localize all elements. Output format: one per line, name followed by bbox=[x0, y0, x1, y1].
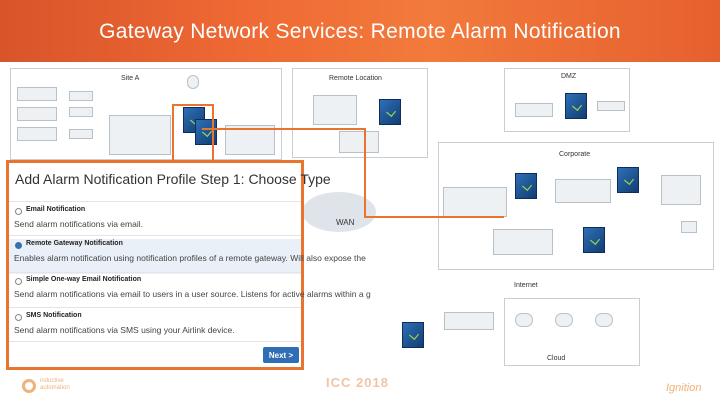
gateway-server-icon bbox=[402, 322, 424, 348]
radio-button[interactable] bbox=[15, 208, 22, 215]
option-simple-one-way-email[interactable]: Simple One-way Email Notification Send a… bbox=[9, 275, 371, 310]
wan-cloud bbox=[302, 192, 376, 232]
cloud-label: Cloud bbox=[547, 355, 566, 362]
module-table bbox=[444, 312, 494, 330]
logo-text: inductive automation bbox=[40, 378, 70, 391]
corporate-label: Corporate bbox=[559, 151, 591, 158]
option-title: Remote Gateway Notification bbox=[26, 240, 123, 247]
option-title: SMS Notification bbox=[26, 312, 82, 319]
ignition-logo: Ignition bbox=[666, 378, 701, 396]
highlight-box bbox=[172, 104, 214, 162]
module-table bbox=[493, 229, 553, 255]
gateway-server-icon bbox=[515, 173, 537, 199]
option-title: Simple One-way Email Notification bbox=[26, 276, 142, 283]
remote-location-label: Remote Location bbox=[329, 75, 382, 82]
module-table bbox=[443, 187, 507, 217]
option-description: Enables alarm notification using notific… bbox=[14, 253, 366, 263]
title-banner: Gateway Network Services: Remote Alarm N… bbox=[0, 0, 720, 62]
cloud-service-icon bbox=[555, 313, 573, 327]
plc-rack bbox=[17, 127, 57, 141]
site-a-label: Site A bbox=[121, 75, 140, 82]
dialog-title: Add Alarm Notification Profile Step 1: C… bbox=[15, 171, 331, 187]
dmz-label: DMZ bbox=[561, 73, 577, 80]
architecture-diagram: Site A Remote Location DMZ Corporate bbox=[6, 66, 718, 371]
cloud-service-icon bbox=[515, 313, 533, 327]
module-table bbox=[661, 175, 701, 205]
device-box bbox=[69, 91, 93, 101]
dmz-panel: DMZ bbox=[504, 68, 630, 132]
option-title: Email Notification bbox=[26, 206, 86, 213]
option-description: Send alarm notifications via SMS using y… bbox=[14, 325, 235, 335]
gateway-server-icon bbox=[617, 167, 639, 193]
plc-rack bbox=[17, 87, 57, 101]
wan-label: WAN bbox=[336, 218, 355, 227]
device-box bbox=[69, 129, 93, 139]
divider bbox=[9, 235, 301, 236]
module-table bbox=[313, 95, 357, 125]
flow-line bbox=[364, 216, 504, 218]
divider bbox=[9, 341, 301, 342]
option-description: Send alarm notifications via email to us… bbox=[14, 289, 371, 299]
corporate-panel: Corporate bbox=[438, 142, 714, 270]
option-description: Send alarm notifications via email. bbox=[14, 219, 143, 229]
gateway-server-icon bbox=[195, 119, 217, 145]
radio-button-selected[interactable] bbox=[15, 242, 22, 249]
logo-text: ICC 2018 bbox=[326, 375, 389, 390]
radio-button[interactable] bbox=[15, 278, 22, 285]
divider bbox=[9, 201, 301, 202]
next-button[interactable]: Next > bbox=[263, 347, 299, 363]
add-alarm-notification-dialog: Add Alarm Notification Profile Step 1: C… bbox=[6, 160, 371, 370]
slide-title: Gateway Network Services: Remote Alarm N… bbox=[99, 20, 621, 43]
internet-label: Internet bbox=[514, 282, 538, 289]
site-a-panel: Site A bbox=[10, 68, 282, 160]
cloud-panel: Cloud bbox=[504, 298, 640, 366]
logo-mark-icon bbox=[22, 379, 36, 393]
inductive-automation-logo: inductive automation bbox=[22, 377, 82, 399]
gateway-server-icon bbox=[565, 93, 587, 119]
flow-line bbox=[364, 128, 366, 218]
workstation-icon bbox=[681, 221, 697, 233]
radio-button[interactable] bbox=[15, 314, 22, 321]
remote-location-panel: Remote Location bbox=[292, 68, 428, 158]
module-table bbox=[597, 101, 625, 111]
option-email-notification[interactable]: Email Notification Send alarm notificati… bbox=[9, 205, 301, 240]
plc-rack bbox=[17, 107, 57, 121]
device-box bbox=[69, 107, 93, 117]
icc-2018-logo: ICC 2018 bbox=[326, 374, 389, 392]
gateway-server-icon bbox=[379, 99, 401, 125]
database-icon bbox=[187, 75, 199, 89]
module-table bbox=[225, 125, 275, 155]
module-table bbox=[515, 103, 553, 117]
divider bbox=[9, 307, 301, 308]
option-remote-gateway-notification[interactable]: Remote Gateway Notification Enables alar… bbox=[9, 239, 366, 274]
divider bbox=[9, 272, 301, 273]
cloud-service-icon bbox=[595, 313, 613, 327]
option-sms-notification[interactable]: SMS Notification Send alarm notification… bbox=[9, 311, 301, 346]
module-table bbox=[339, 131, 379, 153]
flow-line bbox=[202, 128, 366, 130]
module-table bbox=[109, 115, 171, 155]
module-table bbox=[555, 179, 611, 203]
gateway-server-icon bbox=[583, 227, 605, 253]
logo-text: Ignition bbox=[666, 382, 702, 394]
